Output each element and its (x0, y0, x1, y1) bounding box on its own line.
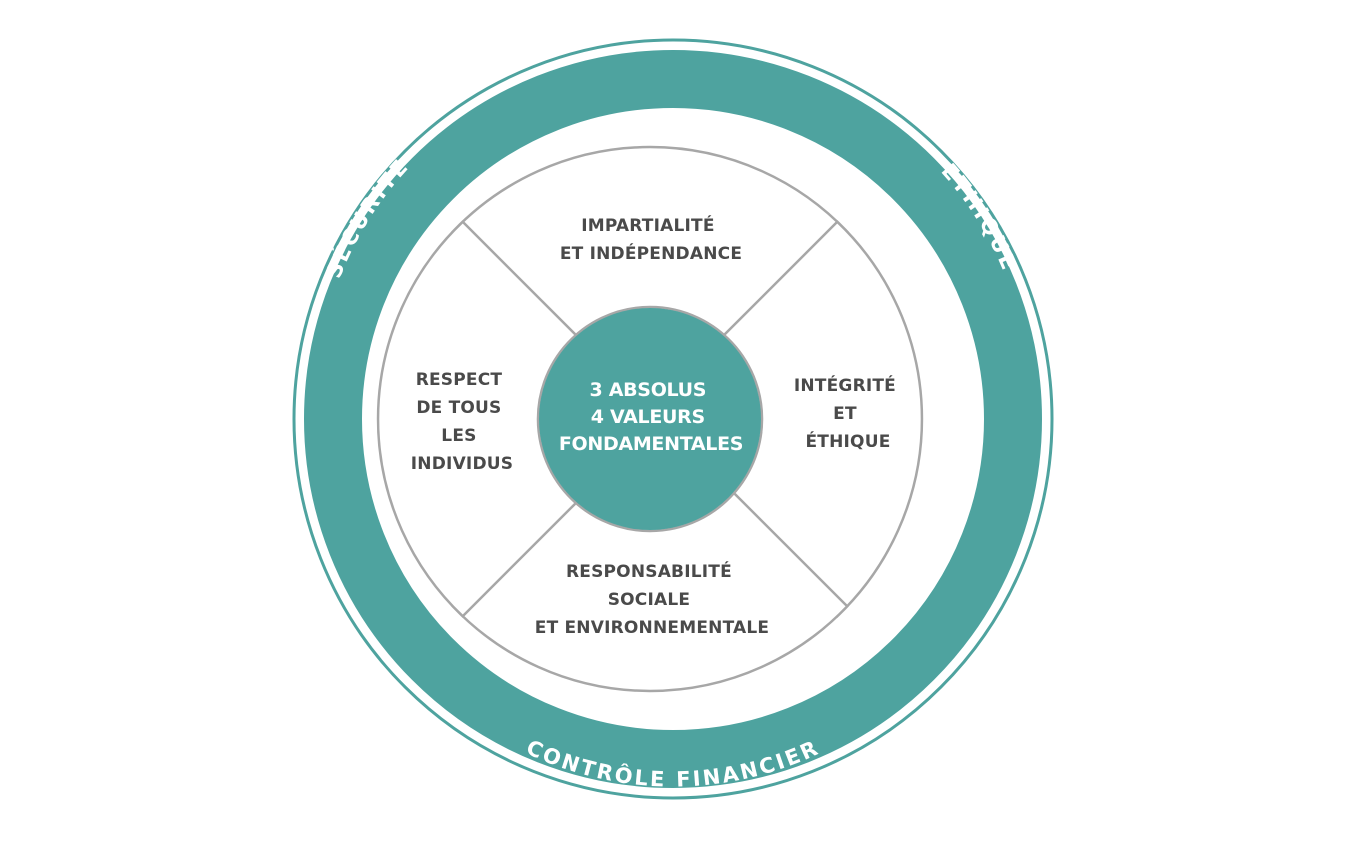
center-line-2: 4 VALEURS (591, 406, 705, 428)
quadrant-top-label: IMPARTIALITÉ ET INDÉPENDANCE (560, 214, 742, 264)
center-line-3: FONDAMENTALES (559, 433, 743, 455)
outer-teal-band (304, 50, 1042, 788)
center-label: 3 ABSOLUS 4 VALEURS FONDAMENTALES (559, 379, 743, 455)
center-circle (539, 308, 761, 530)
quadrant-left-label: RESPECT DE TOUS LES INDIVIDUS (411, 370, 513, 474)
quadrant-left-segment (376, 220, 578, 618)
quadrant-bottom-label: RESPONSABILITÉ SOCIALE ET ENVIRONNEMENTA… (535, 560, 770, 638)
quadrant-top-segment (451, 145, 849, 347)
quadrant-right-segment (722, 220, 924, 618)
quadrant-bottom-segment (451, 491, 849, 693)
quadrant-right-label: INTÉGRITÉ ET ÉTHIQUE (794, 374, 902, 452)
center-line-1: 3 ABSOLUS (589, 379, 706, 401)
